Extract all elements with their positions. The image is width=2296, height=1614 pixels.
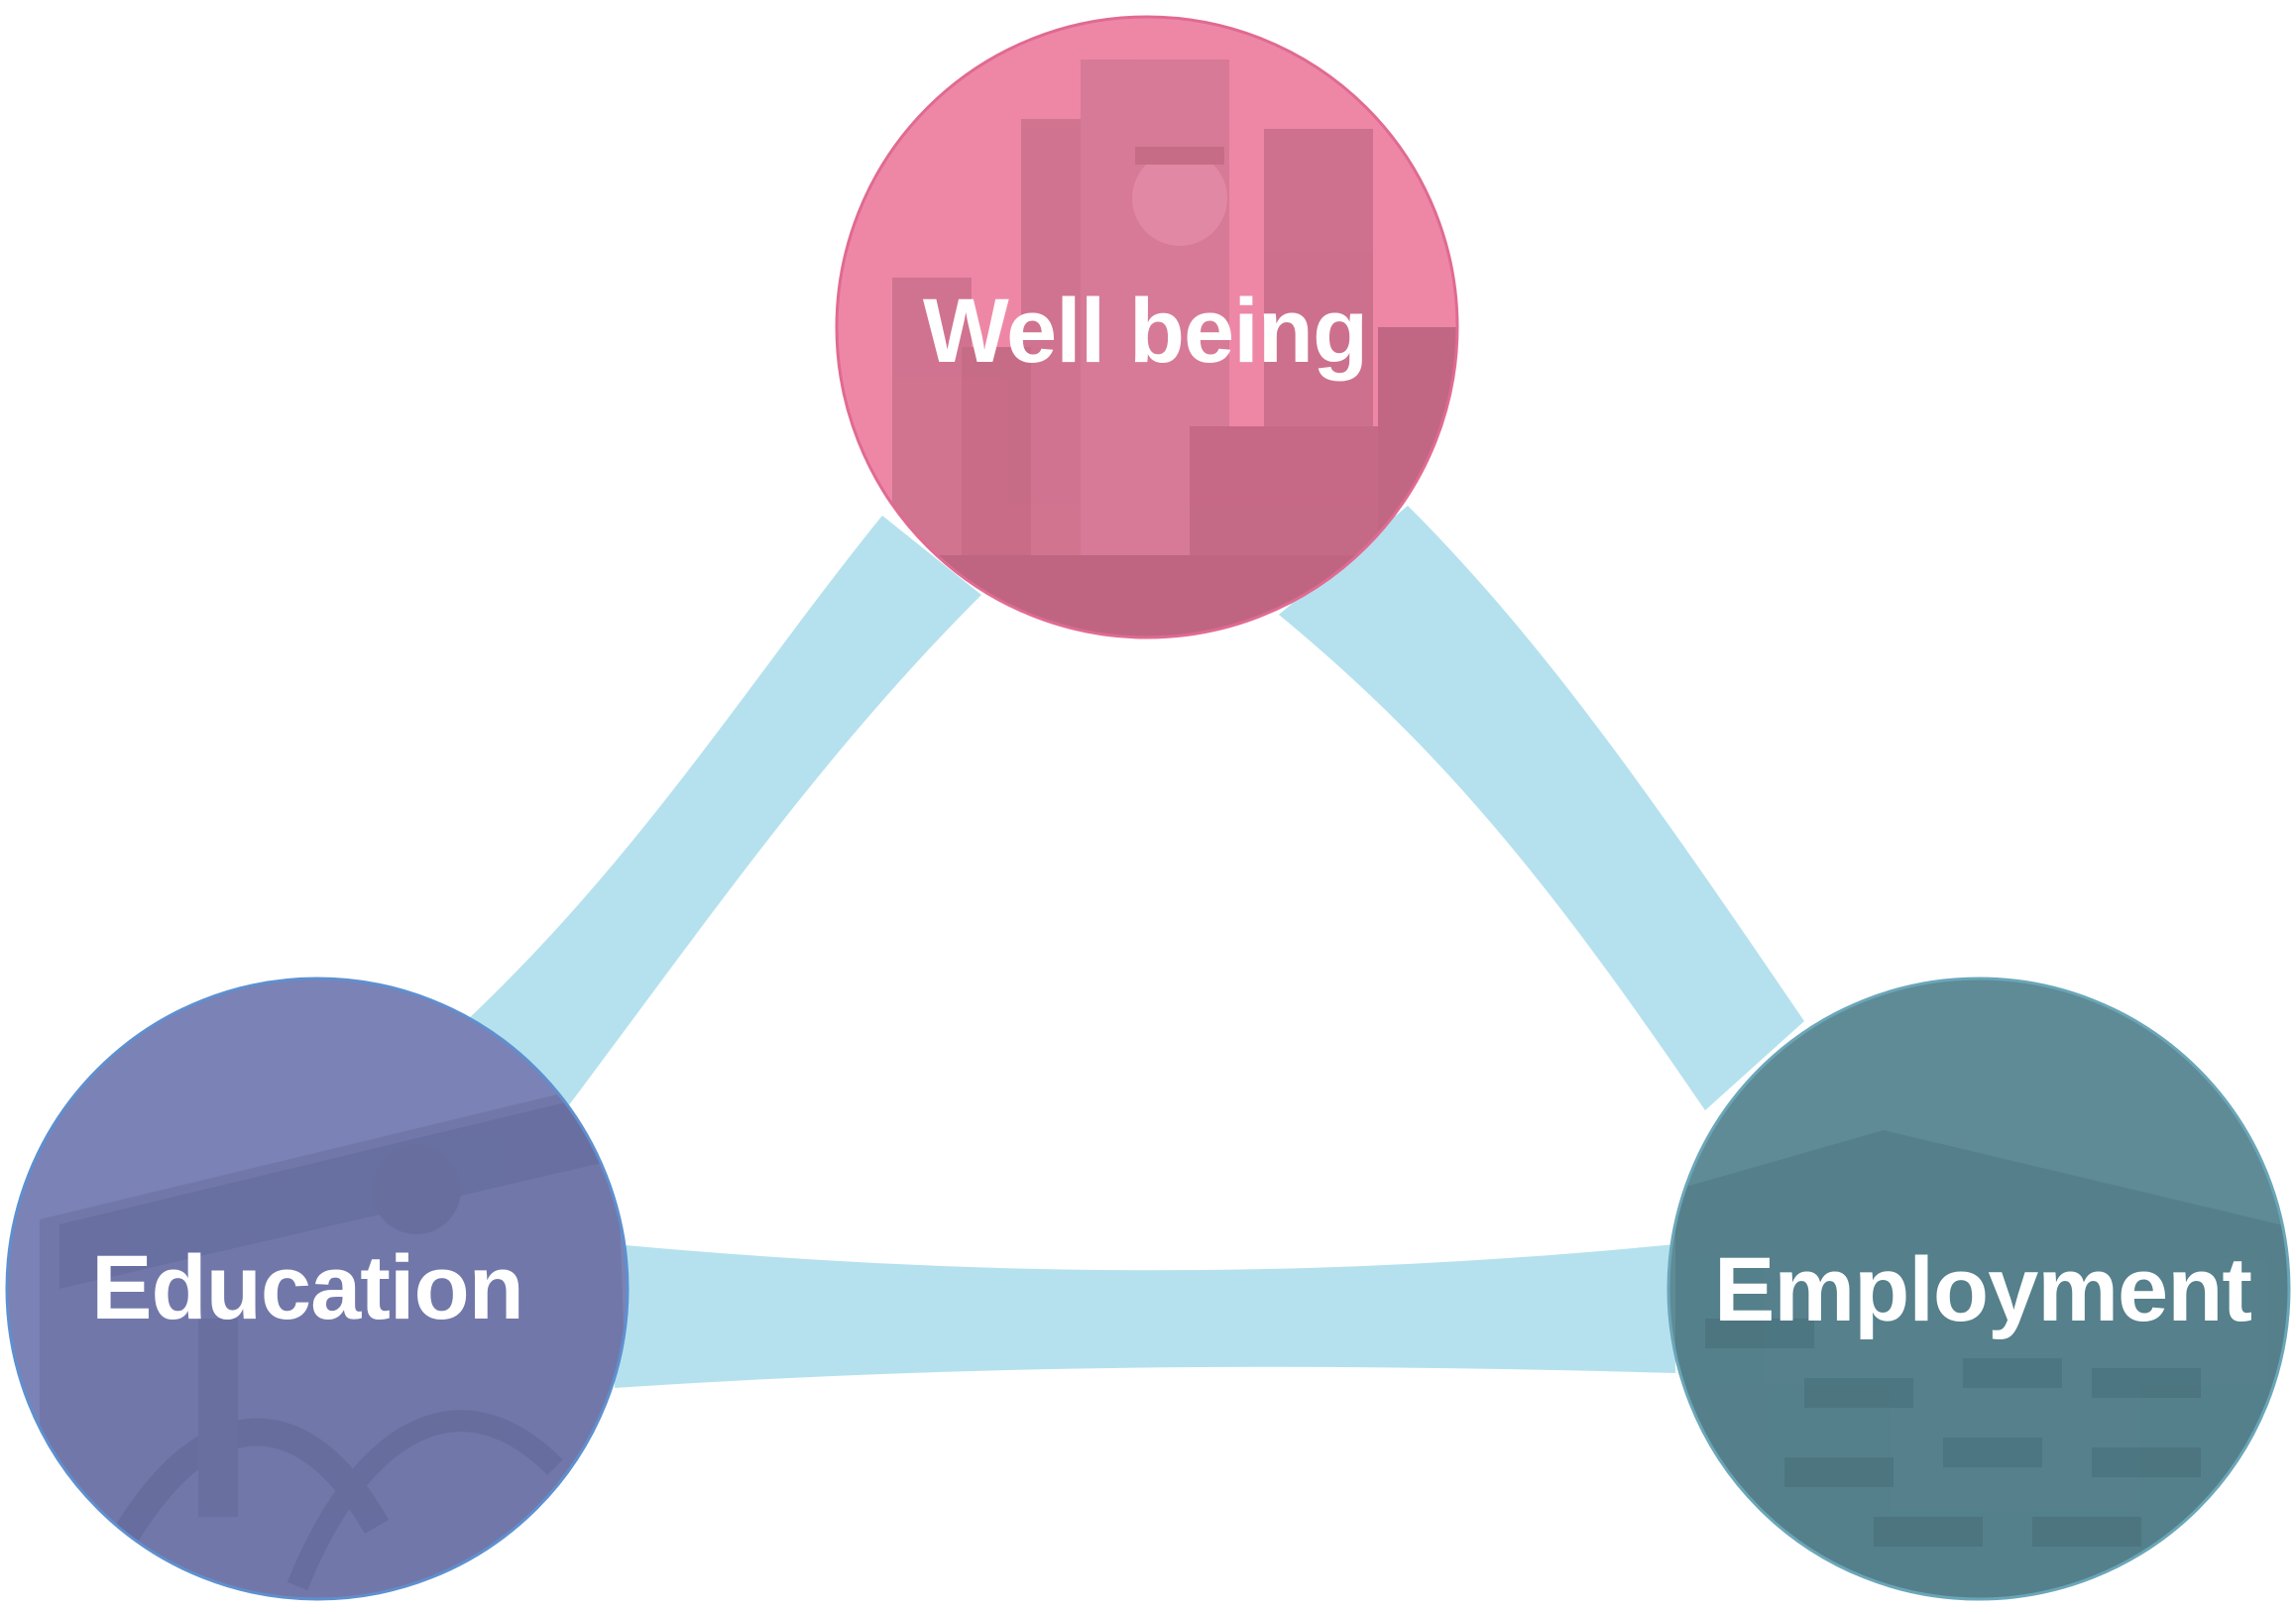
node-education: Education [7, 979, 634, 1614]
node-label-education: Education [91, 1237, 523, 1338]
node-label-well-being: Well being [923, 281, 1367, 382]
connector-wellbeing-employment [1279, 506, 1804, 1110]
connector-education-wellbeing [466, 516, 981, 1110]
connector-education-employment [615, 1244, 1675, 1388]
node-label-employment: Employment [1714, 1239, 2251, 1340]
node-employment: Employment [1668, 979, 2296, 1614]
node-well-being: Well being [837, 17, 1457, 644]
